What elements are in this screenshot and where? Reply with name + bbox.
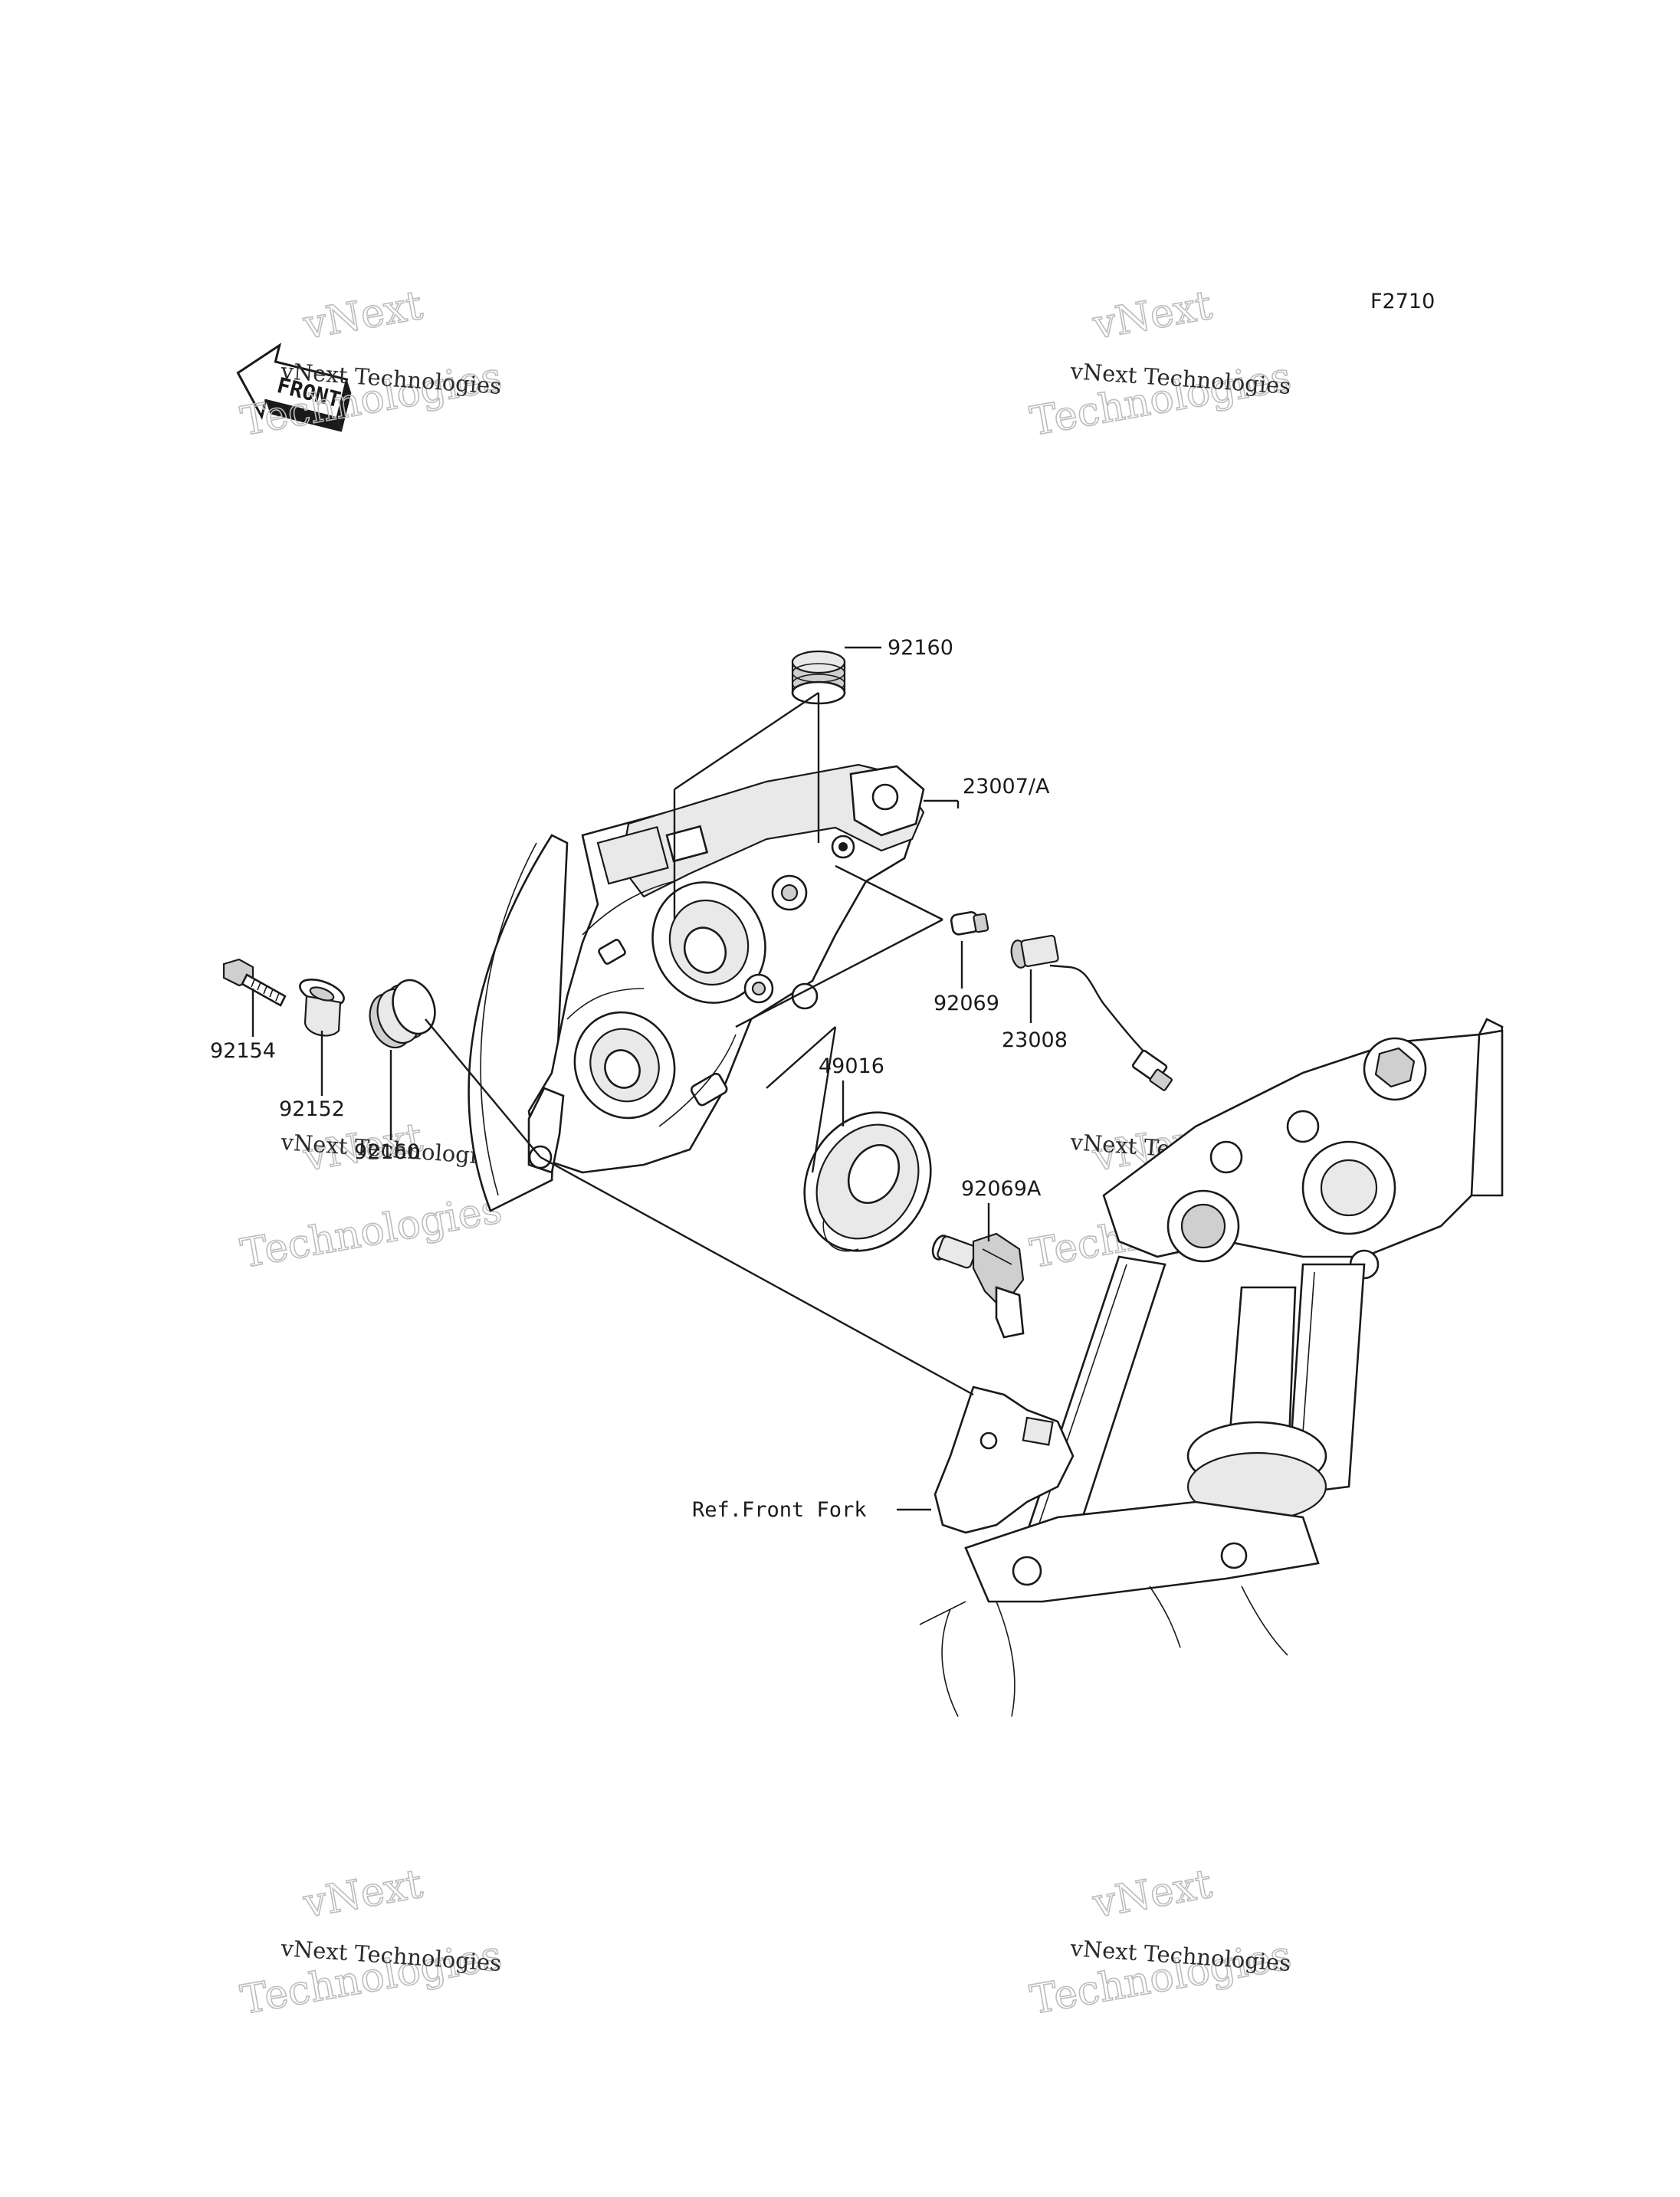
svg-text:vNext: vNext [1089, 283, 1216, 349]
label-23008: 23008 [1002, 1028, 1068, 1052]
watermark-bottom-right: vNext Technologies vNext Technologies [1026, 1861, 1295, 2025]
front-fork-reference [919, 1018, 1504, 1717]
watermark-top-right: vNext Technologies vNext Technologies [1026, 282, 1295, 446]
svg-text:vNext: vNext [300, 1861, 426, 1927]
leader-lines [251, 646, 1032, 1511]
grommet-92160-top[interactable] [791, 650, 846, 705]
label-23007a: 23007/A [963, 775, 1050, 798]
socket-harness-23008[interactable] [1009, 934, 1173, 1091]
label-49016: 49016 [819, 1054, 884, 1078]
watermark-mid-left: vNext Technologies vNext Technologies [237, 1114, 506, 1278]
label-92069a: 92069A [961, 1177, 1042, 1201]
svg-text:Technologies: Technologies [238, 1186, 505, 1277]
label-92069: 92069 [934, 992, 999, 1015]
svg-text:vNext: vNext [300, 283, 426, 349]
label-92152: 92152 [279, 1097, 345, 1121]
label-ref-front-fork: Ref.Front Fork [692, 1498, 867, 1522]
label-92154: 92154 [210, 1039, 276, 1063]
bulb-92069[interactable] [950, 911, 989, 936]
collar-92152[interactable] [297, 975, 347, 1037]
bulb-92069a[interactable] [930, 1232, 1025, 1339]
svg-text:vNext: vNext [1089, 1861, 1216, 1927]
grommet-92160-side[interactable] [363, 974, 441, 1053]
front-arrow-icon: FRONT [236, 343, 352, 432]
figure-code: F2710 [1370, 290, 1435, 313]
headlight-assembly [468, 763, 925, 1212]
dust-cover-49016[interactable] [779, 1090, 955, 1274]
watermark-bottom-left: vNext Technologies vNext Technologies [237, 1861, 506, 2025]
bolt-92154[interactable] [222, 958, 287, 1007]
label-92160-side: 92160 [354, 1140, 420, 1164]
label-92160-top: 92160 [888, 636, 953, 660]
